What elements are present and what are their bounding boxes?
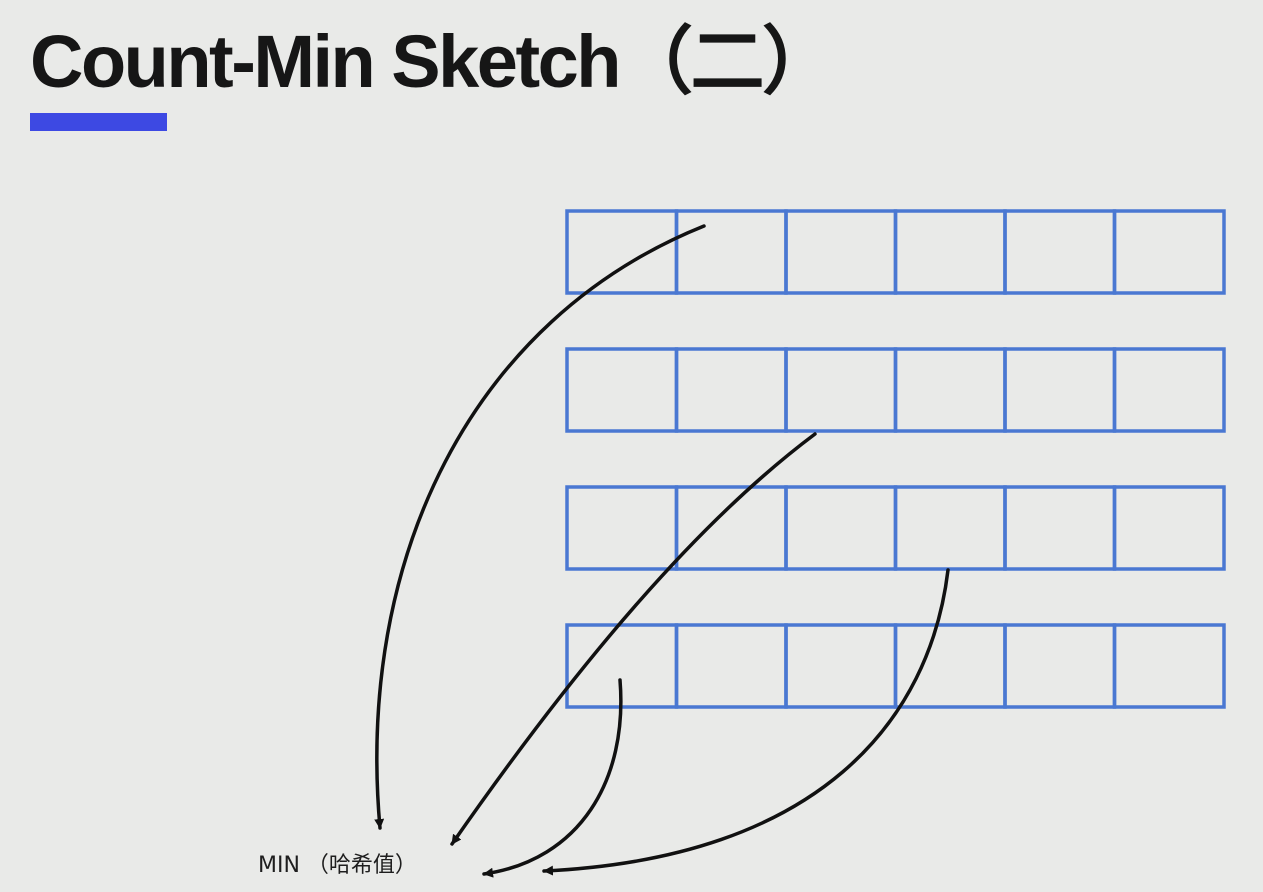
hash-arrow-row-2: [450, 432, 817, 846]
sketch-cell: [1003, 623, 1117, 709]
sketch-cell: [565, 485, 679, 571]
sketch-cell: [784, 209, 898, 295]
sketch-cell: [565, 347, 679, 433]
sketch-cell: [565, 209, 679, 295]
sketch-cell: [1112, 209, 1226, 295]
slide-title: Count-Min Sketch（二）: [30, 20, 836, 103]
hash-arrow-row-1: [374, 224, 706, 830]
hash-arrow-row-3: [542, 568, 950, 876]
hash-arrows: [374, 224, 950, 878]
title-underline-bar: [30, 113, 167, 131]
sketch-cell: [893, 347, 1007, 433]
sketch-cell: [674, 485, 788, 571]
sketch-cell: [674, 623, 788, 709]
min-hash-value-label: MIN （哈希值）: [258, 853, 417, 878]
sketch-cell: [674, 209, 788, 295]
sketch-cell: [1003, 347, 1117, 433]
sketch-cell: [1112, 485, 1226, 571]
sketch-cell: [1003, 209, 1117, 295]
sketch-grid: [565, 209, 1226, 709]
sketch-cell: [784, 485, 898, 571]
sketch-cell: [893, 209, 1007, 295]
hash-arrow-row-4: [482, 678, 623, 878]
sketch-cell: [1112, 347, 1226, 433]
sketch-cell: [893, 485, 1007, 571]
sketch-cell: [674, 347, 788, 433]
sketch-cell: [1112, 623, 1226, 709]
sketch-cell: [1003, 485, 1117, 571]
sketch-cell: [784, 347, 898, 433]
sketch-cell: [784, 623, 898, 709]
sketch-cell: [893, 623, 1007, 709]
